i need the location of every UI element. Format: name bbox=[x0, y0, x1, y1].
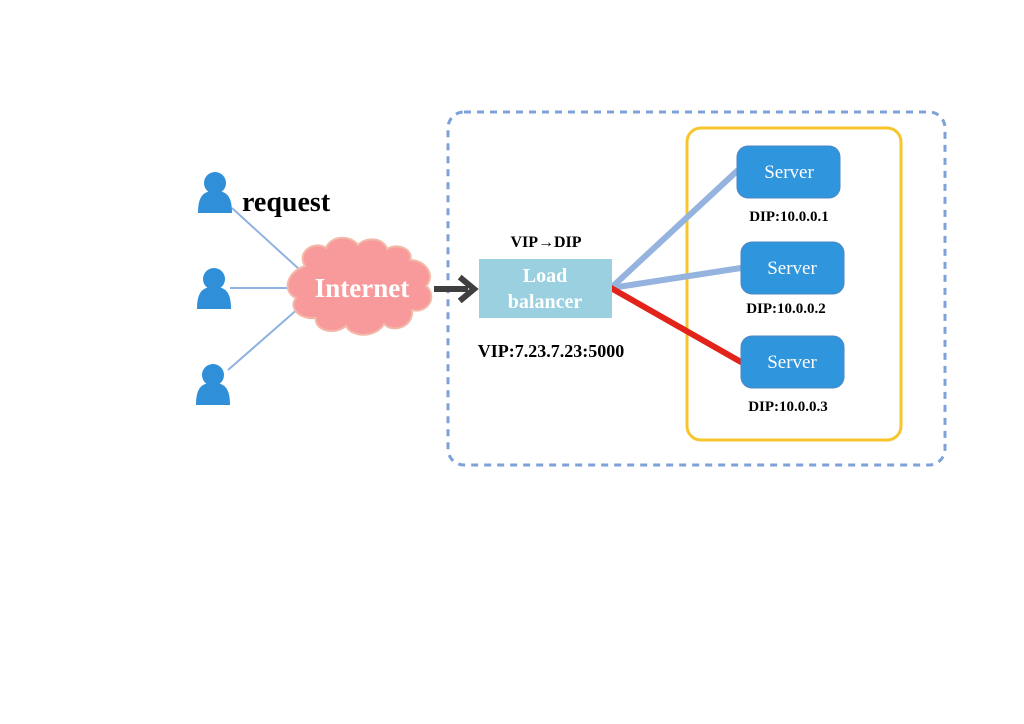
server-box-1 bbox=[736, 145, 841, 199]
server-box-3 bbox=[740, 335, 845, 389]
server-dip-1: DIP:10.0.0.1 bbox=[749, 209, 829, 225]
user-icon bbox=[196, 364, 230, 405]
load-balancer-label-line2: balancer bbox=[508, 291, 583, 313]
link-server-2 bbox=[608, 265, 744, 291]
internet-label: Internet bbox=[315, 273, 409, 303]
server-group-boundary bbox=[685, 126, 903, 442]
server-dip-2: DIP:10.0.0.2 bbox=[746, 301, 826, 317]
mapping-label: VIP→DIP bbox=[510, 234, 581, 251]
user-link-3 bbox=[227, 306, 301, 371]
user-link-1 bbox=[231, 207, 301, 271]
arrow-right-icon bbox=[434, 274, 479, 304]
load-balancer-label-line1: Load bbox=[523, 265, 567, 287]
link-server-3 bbox=[608, 285, 744, 365]
request-label: request bbox=[242, 187, 331, 218]
server-label-3: Server bbox=[767, 352, 817, 373]
link-server-1 bbox=[608, 168, 740, 291]
load-balancer-box bbox=[479, 259, 612, 318]
user-icon bbox=[198, 172, 232, 213]
user-links bbox=[227, 207, 301, 371]
server-dip-3: DIP:10.0.0.3 bbox=[748, 399, 828, 415]
server-label-2: Server bbox=[767, 258, 817, 279]
server-label-1: Server bbox=[764, 162, 814, 183]
user-icon bbox=[197, 268, 231, 309]
server-box-2 bbox=[740, 241, 845, 295]
server-links bbox=[608, 168, 744, 365]
vip-address: VIP:7.23.7.23:5000 bbox=[478, 341, 625, 361]
cloud-icon bbox=[286, 236, 433, 336]
